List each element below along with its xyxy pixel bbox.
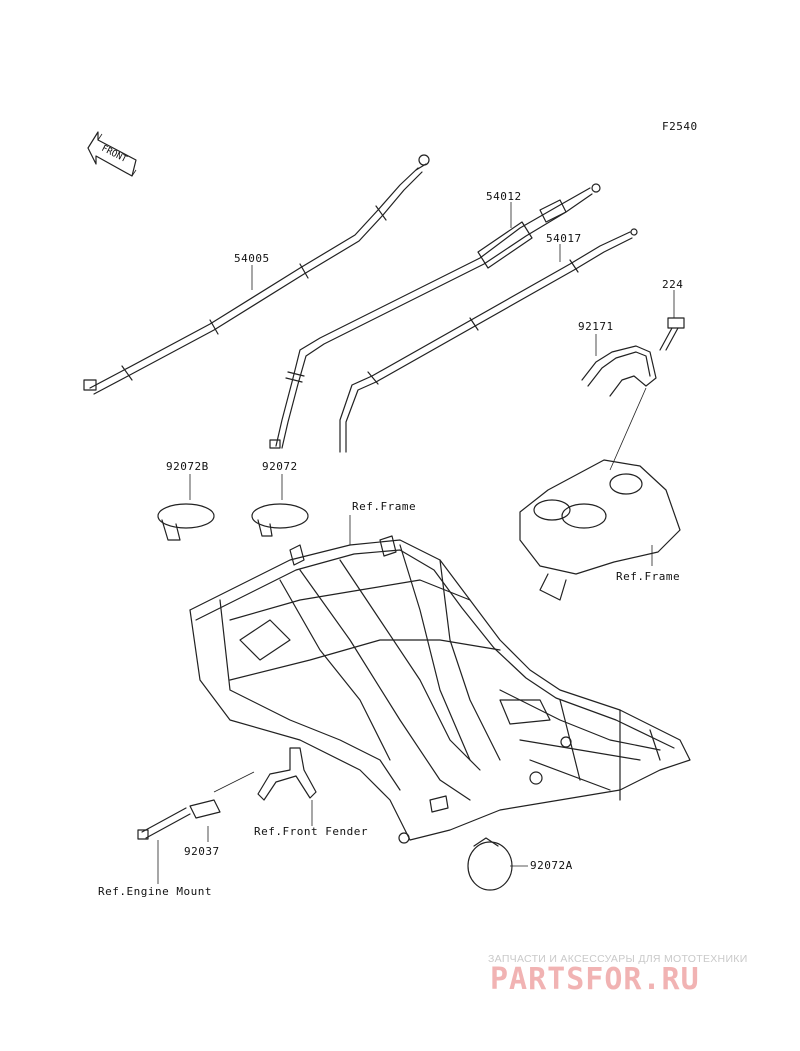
- steering-bracket: [519, 459, 681, 601]
- front-arrow-icon: FRONT: [87, 131, 137, 177]
- plate-92037: [189, 799, 221, 819]
- fender-bracket: [257, 747, 317, 801]
- ref-engine-mount: Ref.Engine Mount: [98, 885, 212, 898]
- clamp-92072B: [157, 503, 215, 541]
- watermark-tagline: ЗАПЧАСТИ И АКСЕССУАРЫ ДЛЯ МОТОТЕХНИКИ: [488, 953, 748, 965]
- clamp-92072A: [467, 837, 513, 891]
- ref-front-fender: Ref.Front Fender: [254, 825, 368, 838]
- bolt-224: [659, 317, 685, 351]
- clamp-92072: [251, 503, 309, 537]
- part-label-92171: 92171: [578, 320, 614, 333]
- part-label-92072A: 92072A: [530, 859, 573, 872]
- part-label-92072: 92072: [262, 460, 298, 473]
- ref-frame-right: Ref.Frame: [616, 570, 681, 583]
- bolt-engine-mount: [137, 807, 191, 840]
- watermark-logo[interactable]: PARTSFOR.RU: [490, 962, 700, 997]
- part-label-224: 224: [662, 278, 684, 291]
- part-label-54012: 54012: [486, 190, 522, 203]
- cable-54005: [83, 154, 430, 395]
- leader-lines: [157, 202, 675, 884]
- cable-54017: [339, 228, 638, 453]
- part-label-54005: 54005: [234, 252, 270, 265]
- ref-frame-top: Ref.Frame: [352, 500, 417, 513]
- frame: [189, 535, 691, 844]
- part-label-92072B: 92072B: [166, 460, 209, 473]
- part-label-92037: 92037: [184, 845, 220, 858]
- diagram-code: F2540: [662, 120, 698, 133]
- bracket-92171: [581, 345, 657, 397]
- cable-54012: [269, 183, 601, 449]
- part-label-54017: 54017: [546, 232, 582, 245]
- front-label: FRONT: [100, 144, 129, 165]
